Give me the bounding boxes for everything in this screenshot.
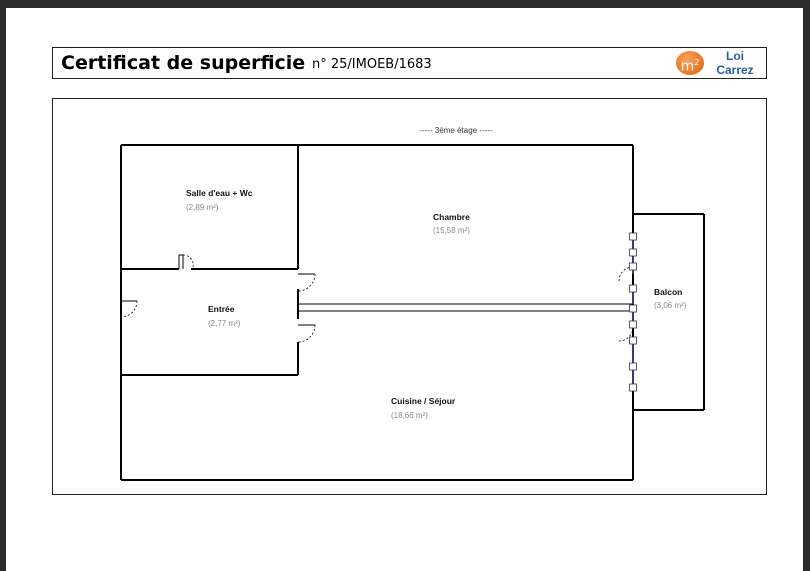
outer-walls bbox=[120, 144, 634, 481]
room-area: (18,66 m²) bbox=[391, 411, 428, 420]
balcony-walls bbox=[633, 213, 705, 411]
room-area: (2,77 m²) bbox=[208, 319, 241, 328]
room-name: Entrée bbox=[208, 304, 235, 314]
carrez-text: Carrez bbox=[716, 63, 754, 77]
room-area: (3,06 m²) bbox=[654, 301, 687, 310]
floor-label: ----- 3ème étage ----- bbox=[419, 126, 493, 135]
room-name: Balcon bbox=[654, 287, 682, 297]
balcony-windows bbox=[629, 232, 637, 392]
room-name: Salle d'eau + Wc bbox=[186, 188, 253, 198]
loi-text: Loi bbox=[726, 49, 744, 63]
certificate-header: Certificat de superficie n° 25/IMOEB/168… bbox=[52, 47, 767, 79]
document-page: Certificat de superficie n° 25/IMOEB/168… bbox=[6, 8, 803, 571]
room-name: Chambre bbox=[433, 212, 470, 222]
room-salle-deau: Salle d'eau + Wc (2,89 m²) bbox=[186, 188, 253, 212]
loi-carrez-logo: Loi Carrez bbox=[709, 49, 761, 77]
room-name: Cuisine / Séjour bbox=[391, 396, 456, 406]
room-chambre: Chambre (15,58 m²) bbox=[433, 212, 470, 235]
room-cuisine-sejour: Cuisine / Séjour (18,66 m²) bbox=[391, 396, 456, 420]
room-balcon: Balcon (3,06 m²) bbox=[654, 287, 687, 310]
certificate-title: Certificat de superficie bbox=[61, 52, 306, 74]
room-area: (2,89 m²) bbox=[186, 203, 219, 212]
interior-walls bbox=[121, 145, 633, 376]
room-area: (15,58 m²) bbox=[433, 226, 470, 235]
certificate-number: n° 25/IMOEB/1683 bbox=[312, 57, 432, 72]
m2-logo-icon: m2 bbox=[676, 51, 704, 75]
floor-plan-frame: ----- 3ème étage ----- bbox=[52, 98, 767, 495]
floor-plan: ----- 3ème étage ----- bbox=[120, 126, 705, 481]
room-entree: Entrée (2,77 m²) bbox=[208, 304, 241, 328]
